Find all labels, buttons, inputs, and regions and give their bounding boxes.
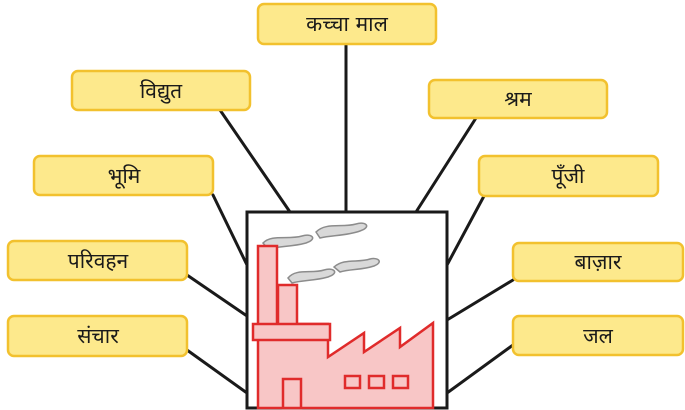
- label-labour: श्रम: [427, 78, 609, 120]
- label-land: भूमि: [32, 154, 215, 197]
- label-box: [6, 314, 189, 358]
- label-box: [6, 239, 189, 282]
- connector-water: [445, 343, 515, 395]
- label-water: जल: [511, 314, 685, 357]
- label-box: [70, 69, 252, 112]
- smoke-puff: [315, 222, 368, 239]
- label-text: संचार: [77, 324, 119, 348]
- label-text: जल: [583, 324, 614, 348]
- factory-ledge: [251, 322, 332, 342]
- smoke-icon: [261, 222, 380, 284]
- label-box: [427, 78, 609, 120]
- connector-communication: [185, 348, 249, 395]
- label-text: कच्चा माल: [306, 12, 388, 36]
- label-box: [32, 154, 215, 197]
- factory-door: [281, 377, 303, 410]
- connector-lines: [185, 42, 515, 395]
- label-text: भूमि: [108, 164, 141, 189]
- label-transport: परिवहन: [6, 239, 189, 282]
- factory-icon: [245, 210, 449, 410]
- label-text: परिवहन: [68, 249, 129, 273]
- label-text: विद्युत: [140, 79, 183, 104]
- label-box: [511, 314, 685, 357]
- label-text: पूँजी: [552, 164, 586, 189]
- connector-electricity: [218, 108, 292, 214]
- connector-land: [211, 193, 249, 267]
- smoke-puff: [332, 257, 380, 273]
- connector-labour: [414, 116, 478, 214]
- factory-window: [367, 374, 386, 390]
- label-electricity: विद्युत: [70, 69, 252, 112]
- label-communication: संचार: [6, 314, 189, 358]
- label-market: बाज़ार: [511, 241, 685, 283]
- factory-building: [251, 244, 435, 410]
- connector-capital: [445, 194, 486, 267]
- connector-transport: [185, 273, 249, 318]
- label-text: बाज़ार: [574, 250, 621, 274]
- factory-window: [343, 374, 362, 390]
- label-raw-material: कच्चा माल: [256, 2, 438, 46]
- label-box: [511, 241, 685, 283]
- label-text: श्रम: [504, 87, 532, 111]
- label-box: [256, 2, 438, 46]
- connector-market: [445, 278, 515, 322]
- label-capital: पूँजी: [477, 154, 660, 198]
- factory-window: [391, 374, 410, 390]
- smoke-puff: [287, 268, 336, 284]
- label-box: [477, 154, 660, 198]
